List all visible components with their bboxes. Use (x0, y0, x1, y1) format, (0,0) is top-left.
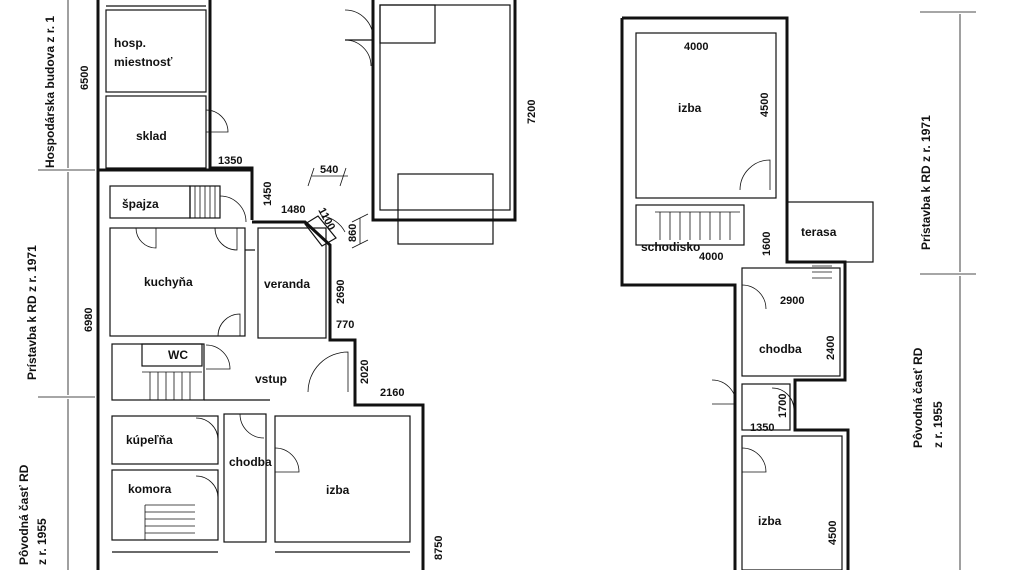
dimension-1350-right: 1350 (750, 422, 774, 434)
room-veranda: veranda (264, 277, 310, 291)
dimension-7200: 7200 (526, 100, 538, 124)
room-utility-1: hosp. (114, 36, 146, 50)
dimension-860: 860 (347, 224, 359, 242)
dimension-6980: 6980 (83, 308, 95, 332)
dimension-4500-top: 4500 (759, 93, 771, 117)
veranda-room (257, 227, 327, 339)
dimension-540: 540 (320, 164, 338, 176)
dimension-4000-top: 4000 (684, 41, 708, 53)
room-bathroom: kúpeľňa (126, 433, 173, 447)
label-original-right-2: z r. 1955 (931, 401, 945, 448)
dimension-6500: 6500 (79, 66, 91, 90)
dimension-770: 770 (336, 319, 354, 331)
dimension-2690: 2690 (335, 280, 347, 304)
room-terrace: terasa (801, 225, 837, 239)
dimension-8750: 8750 (433, 536, 445, 560)
right-section-dividers (920, 11, 976, 570)
dimension-2160: 2160 (380, 387, 404, 399)
dimension-1350-left: 1350 (218, 155, 242, 167)
room-pantry: špajza (122, 197, 159, 211)
wc-and-entrance (111, 343, 349, 401)
pantry-and-stairs (109, 185, 247, 223)
angled-door (304, 215, 346, 247)
label-original-right-1: Pôvodná časť RD (911, 347, 925, 448)
outbuilding-rooms (105, 5, 229, 169)
bathroom-storage-rooms (111, 413, 411, 553)
label-extension-left: Prístavba k RD z r. 1971 (25, 245, 39, 380)
room-utility-2: miestnosť (114, 55, 173, 69)
room-storeroom: komora (128, 482, 172, 496)
room-wc: WC (168, 348, 188, 362)
dimension-4000-bottom: 4000 (699, 251, 723, 263)
label-outbuilding: Hospodárska budova z r. 1 (43, 16, 57, 168)
room-bedroom-right-bottom: izba (758, 514, 782, 528)
dimension-2900: 2900 (780, 295, 804, 307)
dimension-4500-bottom: 4500 (827, 521, 839, 545)
label-original-left-2: z r. 1955 (35, 518, 49, 565)
room-staircase: schodisko (641, 240, 700, 254)
dimension-1600: 1600 (761, 232, 773, 256)
room-storage: sklad (136, 129, 167, 143)
room-hallway-left: chodba (229, 455, 272, 469)
section-dividers-left (38, 0, 95, 570)
dimension-1480: 1480 (281, 204, 305, 216)
kitchen-room (109, 227, 255, 337)
right-building-walls (620, 16, 874, 570)
dimension-1450: 1450 (262, 182, 274, 206)
dimension-1700: 1700 (777, 394, 789, 418)
room-hallway-right: chodba (759, 342, 802, 356)
room-bedroom-right-top: izba (678, 101, 702, 115)
label-original-left-1: Pôvodná časť RD (17, 464, 31, 565)
dimension-2400: 2400 (825, 336, 837, 360)
room-entrance: vstup (255, 372, 287, 386)
room-kitchen: kuchyňa (144, 275, 193, 289)
left-building-walls (96, 0, 425, 570)
dimension-ticks (307, 167, 369, 249)
dimension-2020: 2020 (359, 360, 371, 384)
room-bedroom-left: izba (326, 483, 350, 497)
label-extension-right: Prístavba k RD z r. 1971 (919, 115, 933, 250)
middle-building (344, 0, 517, 245)
